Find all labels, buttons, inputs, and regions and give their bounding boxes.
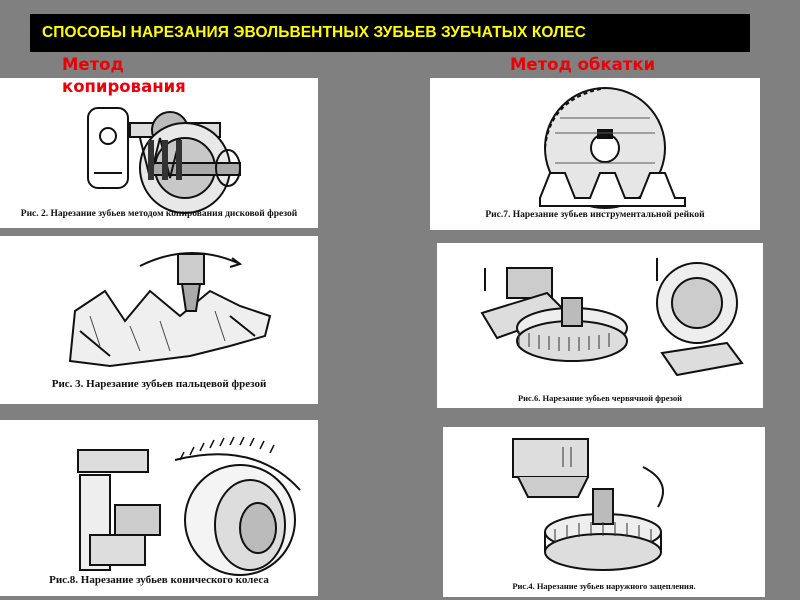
tool-rack-illustration [539,87,686,209]
figure-8-caption: Рис.8. Нарезание зубьев конического коле… [49,574,269,586]
figure-2-caption: Рис. 2. Нарезание зубьев методом копиров… [20,209,298,219]
figure-8-panel: Рис.8. Нарезание зубьев конического коле… [0,420,318,596]
figure-7-panel: Рис.7. Нарезание зубьев инструментальной… [430,78,760,230]
figure-3-panel: Рис. 3. Нарезание зубьев пальцевой фрезо… [0,236,318,404]
figure-7-caption: Рис.7. Нарезание зубьев инструментальной… [485,210,705,220]
heading-copying-method: Метод копирования [62,55,186,96]
hob-cutter-illustration [480,258,744,377]
figure-4-panel: Рис.4. Нарезание зубьев наружного зацепл… [443,427,765,597]
figure-4-caption: Рис.4. Нарезание зубьев наружного зацепл… [512,581,696,591]
heading-rolling-method: Метод обкатки [510,55,656,74]
figure-6-panel: Рис.6. Нарезание зубьев червячной фрезой [437,243,763,408]
figure-2-panel: Рис. 2. Нарезание зубьев методом копиров… [0,78,318,228]
figure-6-caption: Рис.6. Нарезание зубьев червячной фрезой [517,393,683,403]
title-bar: СПОСОБЫ НАРЕЗАНИЯ ЭВОЛЬВЕНТНЫХ ЗУБЬЕВ ЗУ… [30,14,750,52]
finger-cutter-illustration [68,252,272,368]
slide-title: СПОСОБЫ НАРЕЗАНИЯ ЭВОЛЬВЕНТНЫХ ЗУБЬЕВ ЗУ… [42,24,586,41]
figure-3-caption: Рис. 3. Нарезание зубьев пальцевой фрезо… [51,378,267,390]
external-gear-illustration [512,438,664,571]
disk-cutter-illustration [87,107,241,214]
bevel-gear-illustration [77,436,301,576]
